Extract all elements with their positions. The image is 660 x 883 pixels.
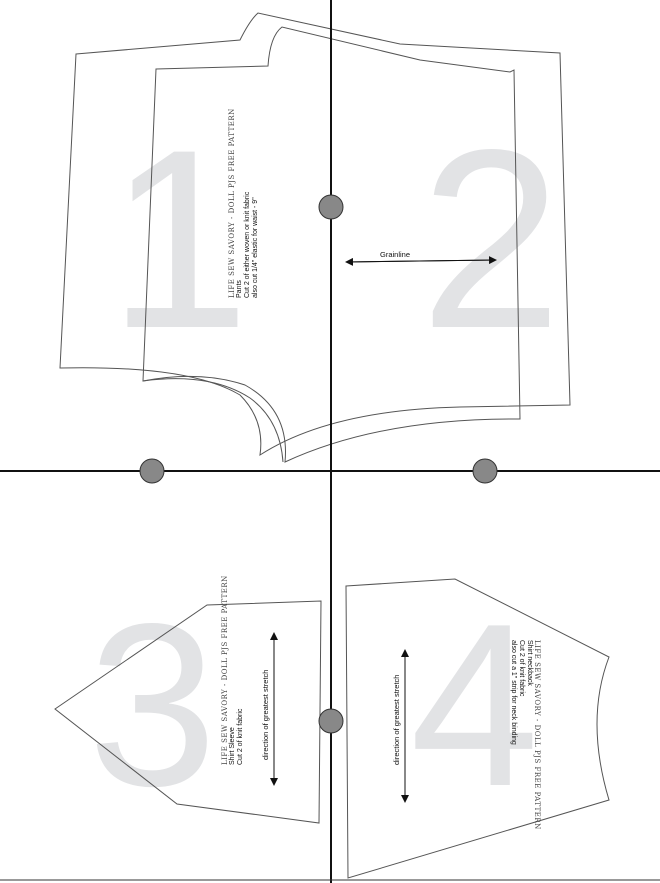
shirt-stretch-label: direction of greatest stretch xyxy=(392,674,401,765)
alignment-dot xyxy=(318,194,344,220)
piece-number-3: 3 xyxy=(88,576,218,835)
pants-label: LIFE SEW SAVORY - DOLL PJS FREE PATTERN … xyxy=(228,108,260,298)
shirt-outline xyxy=(345,578,610,879)
sleeve-stretch-label: direction of greatest stretch xyxy=(261,669,270,760)
shirt-label-cut: Cut 2 of knit fabric xyxy=(518,640,525,697)
piece-number-2: 2 xyxy=(420,97,562,382)
pants-label-cut: Cut 2 of either woven or knit fabric xyxy=(244,191,251,298)
piece-number-1: 1 xyxy=(108,97,250,382)
shirt-label: LIFE SEW SAVORY - DOLL PJS FREE PATTERN … xyxy=(509,640,541,830)
pants-label-header: LIFE SEW SAVORY - DOLL PJS FREE PATTERN xyxy=(228,108,236,298)
sleeve-label-header: LIFE SEW SAVORY - DOLL PJS FREE PATTERN xyxy=(221,575,229,765)
piece-number-4: 4 xyxy=(410,576,540,835)
pants-outline-inner xyxy=(142,26,521,463)
alignment-dot xyxy=(139,458,165,484)
sleeve-label-cut: Cut 2 of knit fabric xyxy=(237,708,244,765)
pants-outline-outer xyxy=(59,12,571,457)
alignment-dot xyxy=(472,458,498,484)
sleeve-label: LIFE SEW SAVORY - DOLL PJS FREE PATTERN … xyxy=(221,575,245,765)
shirt-label-header: LIFE SEW SAVORY - DOLL PJS FREE PATTERN xyxy=(533,640,541,830)
pants-label-elastic: also cut 1/4" elastic for waist - 9" xyxy=(252,197,259,298)
grainline-label: Grainline xyxy=(380,250,411,259)
alignment-dot xyxy=(318,708,344,734)
sleeve-outline xyxy=(54,600,322,824)
shirt-label-title: Shirt neckback xyxy=(526,640,533,686)
sleeve-label-title: Shirt Sleeve xyxy=(229,727,236,765)
pants-label-title: Pants xyxy=(236,280,243,298)
shirt-label-binding: also cut a 1" strip for neck binding xyxy=(510,640,517,745)
